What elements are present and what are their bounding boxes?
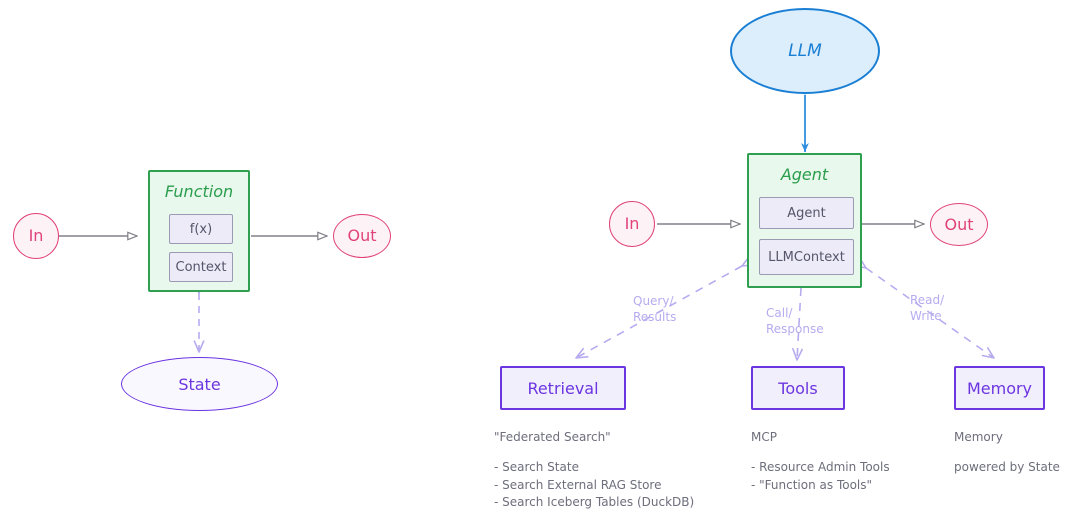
caption-line-memory-0: powered by State bbox=[954, 460, 1060, 475]
caption-line-retrieval-0: - Search State bbox=[494, 460, 579, 475]
right-input-label: In bbox=[624, 214, 640, 233]
state-label: State bbox=[178, 374, 221, 394]
right-output-label: Out bbox=[944, 214, 974, 234]
right-output-node[interactable]: Out bbox=[930, 203, 988, 246]
edge-label-retrieval: Query/ Results bbox=[633, 294, 677, 325]
component-label-retrieval: Retrieval bbox=[527, 378, 599, 398]
caption-title-tools: MCP bbox=[751, 430, 777, 444]
component-box-memory[interactable]: Memory bbox=[954, 366, 1045, 410]
caption-memory: Memory powered by State bbox=[954, 429, 1060, 477]
right-input-node[interactable]: In bbox=[609, 201, 655, 247]
caption-line-tools-1: - "Function as Tools" bbox=[751, 477, 873, 492]
component-box-retrieval[interactable]: Retrieval bbox=[500, 366, 626, 410]
function-inner-box-context[interactable]: Context bbox=[169, 252, 233, 282]
caption-title-memory: Memory bbox=[954, 430, 1003, 444]
arrow-agent-tools bbox=[797, 288, 801, 360]
function-title: Function bbox=[164, 182, 234, 201]
arrow-agent-memory bbox=[866, 268, 994, 358]
component-label-memory: Memory bbox=[966, 378, 1033, 398]
function-container[interactable]: Function f(x) Context bbox=[148, 170, 250, 292]
function-inner-box-fx[interactable]: f(x) bbox=[169, 214, 233, 244]
left-input-node[interactable]: In bbox=[13, 213, 59, 259]
agent-inner-label-llmcontext: LLMContext bbox=[768, 249, 845, 265]
caption-tools: MCP - Resource Admin Tools - "Function a… bbox=[751, 429, 890, 494]
component-label-tools: Tools bbox=[778, 378, 818, 398]
caption-line-retrieval-1: - Search External RAG Store bbox=[494, 477, 662, 492]
arrow-agent-retrieval bbox=[576, 266, 742, 358]
caption-title-retrieval: "Federated Search" bbox=[494, 430, 611, 444]
agent-inner-box-llmcontext[interactable]: LLMContext bbox=[759, 239, 854, 275]
agent-title: Agent bbox=[780, 165, 829, 184]
state-node[interactable]: State bbox=[121, 357, 278, 411]
left-output-label: Out bbox=[347, 226, 377, 245]
agent-inner-label-agent: Agent bbox=[787, 205, 826, 221]
llm-node[interactable]: LLM bbox=[730, 8, 880, 94]
edge-label-memory: Read/ Write bbox=[910, 293, 945, 324]
function-inner-label-fx: f(x) bbox=[189, 221, 213, 237]
agent-inner-box-agent[interactable]: Agent bbox=[759, 197, 854, 229]
left-input-label: In bbox=[28, 226, 44, 245]
left-output-node[interactable]: Out bbox=[333, 214, 391, 258]
caption-line-tools-0: - Resource Admin Tools bbox=[751, 460, 890, 475]
caption-retrieval: "Federated Search" - Search State - Sear… bbox=[494, 429, 694, 512]
agent-container[interactable]: Agent Agent LLMContext bbox=[747, 153, 862, 288]
caption-line-retrieval-2: - Search Iceberg Tables (DuckDB) bbox=[494, 495, 695, 510]
component-box-tools[interactable]: Tools bbox=[751, 366, 845, 410]
llm-label: LLM bbox=[788, 41, 822, 61]
function-inner-label-context: Context bbox=[175, 259, 227, 275]
edge-label-tools: Call/ Response bbox=[766, 306, 824, 337]
